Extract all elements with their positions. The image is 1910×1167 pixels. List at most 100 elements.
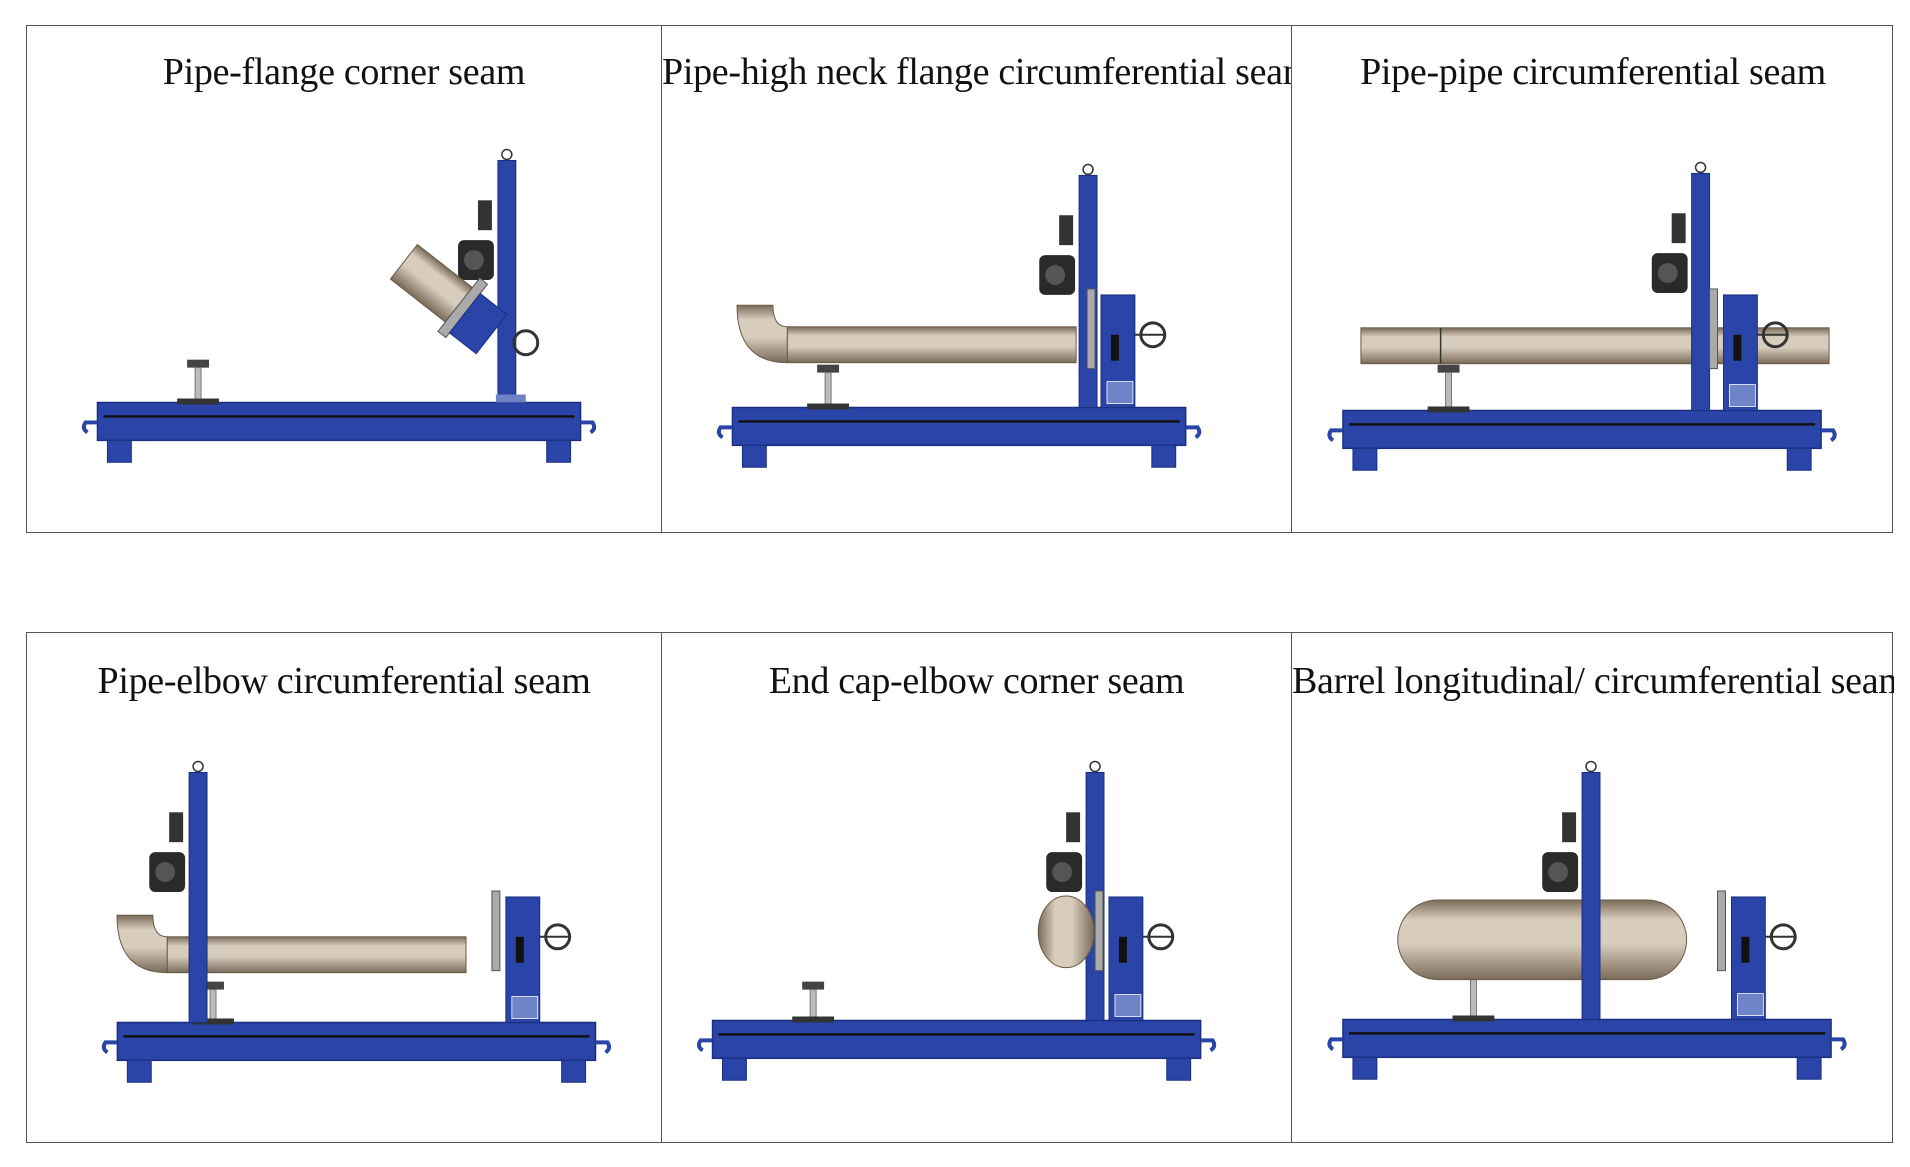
base-leg-right (546, 439, 572, 463)
torch-column (1039, 163, 1098, 408)
pipe-support-stand (807, 364, 850, 410)
pipe-workpiece (786, 326, 1077, 364)
support-post (1469, 974, 1477, 1018)
control-panel (1118, 936, 1127, 963)
machine-base (716, 406, 1202, 468)
name-plate (1729, 384, 1756, 407)
machine-base (101, 1021, 612, 1083)
panel-pipe-elbow: Pipe-elbow circumferential seam (27, 633, 662, 1142)
lifting-hook-left (697, 1038, 713, 1053)
name-plate (1106, 381, 1134, 404)
lifting-hook-left (81, 420, 98, 435)
lifting-eye (1694, 161, 1707, 174)
support-roller (817, 364, 840, 373)
name-plate (1114, 994, 1142, 1017)
headstock (1094, 890, 1175, 1021)
panel-caption: Pipe-pipe circumferential seam (1360, 51, 1826, 93)
motor-box (477, 200, 492, 231)
base-leg-left (722, 1057, 747, 1081)
machine-base (1327, 1018, 1847, 1080)
base-leg-left (741, 444, 767, 468)
machine-base (697, 1019, 1217, 1081)
support-roller (187, 359, 210, 368)
base-beam (96, 401, 582, 442)
torch-column (1542, 760, 1601, 1020)
lifting-hook-left (716, 425, 733, 440)
panel-caption: Barrel longitudinal/ circumferential sea… (1292, 660, 1894, 702)
headstock (1717, 890, 1797, 1020)
tilted-chuck-assembly (389, 243, 508, 355)
feeder-spool (1657, 263, 1678, 283)
feeder-spool (1045, 265, 1066, 285)
welding-machine-illustration (697, 760, 1217, 1081)
support-foot (177, 398, 219, 405)
lifting-hook-right (1200, 1038, 1217, 1053)
support-roller (802, 981, 825, 990)
support-post (194, 367, 202, 402)
support-post (1445, 372, 1453, 409)
lifting-eye (501, 148, 513, 161)
torch-column (149, 760, 208, 1023)
elbow-workpiece (736, 304, 788, 364)
control-panel (515, 936, 524, 963)
end-cap-workpiece (1037, 895, 1095, 969)
top-row: Pipe-flange corner seam Pipe-high neck f… (26, 25, 1893, 533)
barrel-workpiece (1397, 899, 1688, 981)
base-leg-right (1786, 447, 1812, 471)
support-foot (792, 1016, 835, 1023)
control-panel (1733, 334, 1742, 361)
base-beam (731, 406, 1187, 447)
machine-base (1327, 409, 1837, 471)
feeder-spool (464, 250, 484, 271)
motor-box (1671, 213, 1686, 244)
support-post (809, 989, 817, 1019)
feeder-spool (155, 862, 176, 883)
motor-box (1066, 812, 1081, 843)
column-post (188, 771, 208, 1023)
base-leg-left (1352, 1056, 1378, 1080)
lifting-eye (1089, 760, 1101, 773)
base-leg-left (126, 1059, 152, 1083)
chuck-plate (1094, 890, 1104, 972)
lifting-hook-left (1327, 1037, 1343, 1052)
panel-caption: End cap-elbow corner seam (768, 660, 1185, 702)
handwheel (512, 329, 540, 357)
base-leg-right (1166, 1057, 1192, 1081)
pipe-support-stand (192, 981, 234, 1025)
panel-pipe-high-neck-flange: Pipe-high neck flange circumferential se… (662, 26, 1292, 532)
torch-column (458, 148, 517, 404)
pipe-workpiece (166, 936, 467, 974)
lifting-eye (192, 760, 204, 773)
feeder-spool (1052, 862, 1073, 883)
motor-box (169, 812, 184, 843)
welding-machine-illustration (1327, 161, 1837, 471)
welding-machine-illustration (716, 163, 1202, 468)
support-roller (202, 981, 224, 990)
base-leg-left (106, 439, 132, 463)
name-plate (495, 394, 526, 403)
lifting-eye (1585, 760, 1597, 773)
machine-base (81, 401, 597, 463)
welding-machine-illustration (101, 760, 612, 1083)
feeder-spool (1548, 862, 1569, 883)
chuck-plate (1717, 890, 1726, 972)
panel-caption: Pipe-flange corner seam (162, 51, 526, 93)
base-leg-right (561, 1059, 587, 1083)
base-leg-right (1151, 444, 1177, 468)
lifting-eye (1082, 163, 1094, 176)
lifting-hook-right (595, 1040, 612, 1055)
base-beam (116, 1021, 597, 1062)
pipe-support-stand (792, 981, 835, 1023)
panel-pipe-flange: Pipe-flange corner seam (27, 26, 662, 532)
name-plate (511, 996, 539, 1019)
motor-box (1562, 812, 1577, 843)
control-panel (1110, 334, 1119, 361)
column-post (1691, 172, 1711, 411)
bottom-row: Pipe-elbow circumferential seam End cap-… (26, 632, 1894, 1143)
torch-column (1651, 161, 1711, 411)
base-leg-left (1352, 447, 1378, 471)
panel-caption: Pipe-elbow circumferential seam (97, 660, 591, 702)
support-foot (807, 403, 850, 410)
support-post (209, 989, 217, 1021)
support-foot (192, 1018, 234, 1025)
